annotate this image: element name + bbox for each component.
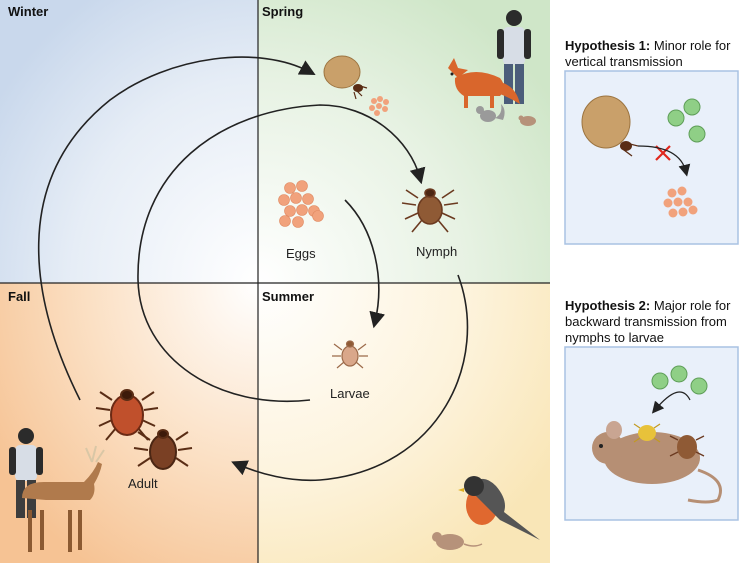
inner-cycle-arc <box>137 104 426 402</box>
hypothesis-2-box <box>564 346 739 521</box>
season-label-winter: Winter <box>8 4 49 19</box>
mouse-icon <box>518 115 536 126</box>
pathogen-icon-h2 <box>651 365 708 395</box>
larva-tick-icon-h2 <box>633 423 661 443</box>
nymph-to-adult-arc <box>231 274 469 482</box>
robin-icon <box>458 476 540 540</box>
stage-label-larvae: Larvae <box>330 386 370 401</box>
small-egg-cluster-icon <box>369 96 389 116</box>
larva-tick-icon <box>332 340 368 369</box>
hypothesis-2-title: Hypothesis 2: <box>565 298 651 313</box>
hypothesis-1-text: Hypothesis 1: Minor role for vertical tr… <box>565 38 743 70</box>
adult-male-tick-icon <box>133 429 193 470</box>
season-label-summer: Summer <box>262 289 315 304</box>
engorged-tick-icon <box>323 55 368 100</box>
adult-female-tick-icon <box>95 389 159 441</box>
egg-cluster-icon <box>278 180 324 228</box>
h2-arrow <box>651 391 691 414</box>
hypothesis-1-body: Minor role for vertical transmission <box>565 38 731 69</box>
nymph-tick-icon-h2 <box>669 435 705 459</box>
eggs-to-larvae-arc <box>344 199 386 329</box>
h1-arrow <box>637 145 691 177</box>
mouse-summer-icon <box>432 532 483 550</box>
human-icon <box>497 10 531 104</box>
hypothesis-2-text: Hypothesis 2: Major role for backward tr… <box>565 298 743 346</box>
engorged-tick-icon-h1 <box>581 95 639 157</box>
outer-cycle-arc <box>37 56 316 401</box>
stage-label-eggs: Eggs <box>286 246 316 261</box>
human-fall-icon <box>9 428 43 518</box>
egg-cluster-icon-h1 <box>663 186 698 218</box>
winter-quadrant <box>0 0 258 283</box>
fox-icon <box>448 58 520 108</box>
stage-label-nymph: Nymph <box>416 244 458 259</box>
season-label-fall: Fall <box>8 289 31 304</box>
pathogen-icon <box>667 98 706 143</box>
hypothesis-2-body: Major role for backward transmission fro… <box>565 298 731 345</box>
hypothesis-1-box <box>564 70 739 245</box>
stage-label-adult: Adult <box>128 476 158 491</box>
deer-icon <box>22 445 105 552</box>
mouse-host-icon <box>592 421 722 504</box>
squirrel-icon <box>476 104 505 122</box>
hypothesis-1-title: Hypothesis 1: <box>565 38 651 53</box>
nymph-tick-icon <box>401 188 459 233</box>
season-label-spring: Spring <box>262 4 304 19</box>
